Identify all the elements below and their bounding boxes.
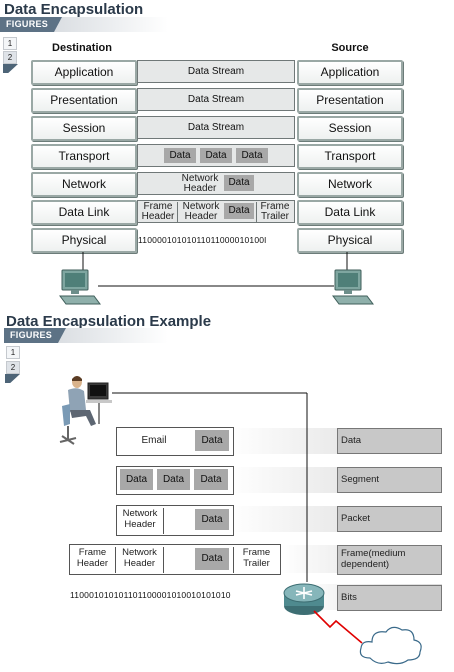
src-layer-network: Network bbox=[297, 172, 403, 197]
src-layer-session: Session bbox=[297, 116, 403, 141]
dest-layer-transport: Transport bbox=[31, 144, 137, 169]
dest-layer-physical: Physical bbox=[31, 228, 137, 253]
top-figure-tab-flag bbox=[3, 64, 18, 73]
email-label: Email bbox=[141, 435, 167, 446]
bottom-bit-stream: 110001010101101100001010010101010 bbox=[70, 590, 231, 600]
frame-header-label: Frame Header bbox=[139, 202, 178, 223]
datalink-frame-row bbox=[137, 200, 295, 223]
frame-network-header: Network Header bbox=[116, 547, 164, 573]
dest-layer-network: Network bbox=[31, 172, 137, 197]
frame-network-header-label: Network Header bbox=[182, 201, 220, 222]
frame-trailer-label: Frame Trailer bbox=[256, 202, 293, 223]
segment-data-1: Data bbox=[120, 469, 153, 490]
src-layer-data-link: Data Link bbox=[297, 200, 403, 225]
transport-data-3: Data bbox=[236, 148, 268, 163]
dest-layer-presentation: Presentation bbox=[31, 88, 137, 113]
user-at-computer-icon bbox=[59, 376, 112, 445]
dest-layer-session: Session bbox=[31, 116, 137, 141]
packet-data: Data bbox=[195, 509, 229, 530]
dest-layer-data-link: Data Link bbox=[31, 200, 137, 225]
destination-heading: Destination bbox=[52, 42, 112, 54]
src-layer-application: Application bbox=[297, 60, 403, 85]
email-data: Data bbox=[195, 430, 229, 451]
label-data: Data bbox=[337, 428, 442, 454]
label-segment: Segment bbox=[337, 467, 442, 493]
frame-data: Data bbox=[224, 203, 254, 219]
src-layer-transport: Transport bbox=[297, 144, 403, 169]
data-stream-application: Data Stream bbox=[137, 60, 295, 83]
label-frame: Frame(medium dependent) bbox=[337, 545, 442, 575]
data-stream-presentation: Data Stream bbox=[137, 88, 295, 111]
bottom-figures-tab: FIGURES bbox=[4, 328, 67, 343]
packet-network-header: Network Header bbox=[117, 508, 164, 534]
bottom-title: Data Encapsulation Example bbox=[6, 313, 212, 330]
transport-data-1: Data bbox=[164, 148, 196, 163]
network-header-label: Network Header bbox=[181, 173, 219, 194]
frame-unit bbox=[69, 544, 281, 575]
network-data: Data bbox=[224, 175, 254, 191]
top-figure-tab-2[interactable]: 2 bbox=[3, 51, 17, 64]
top-title: Data Encapsulation bbox=[4, 1, 144, 18]
label-packet: Packet bbox=[337, 506, 442, 532]
network-packet-row bbox=[137, 172, 295, 195]
source-heading: Source bbox=[331, 42, 369, 54]
top-bit-stream: 11000010101011011000010100l bbox=[138, 235, 267, 245]
wan-lightning-link-icon bbox=[313, 610, 363, 644]
destination-computer-icon bbox=[59, 269, 101, 305]
src-layer-presentation: Presentation bbox=[297, 88, 403, 113]
bottom-figure-tab-1[interactable]: 1 bbox=[6, 346, 20, 359]
transport-data-2: Data bbox=[200, 148, 232, 163]
bottom-figure-tab-2[interactable]: 2 bbox=[6, 361, 20, 374]
source-computer-icon bbox=[332, 269, 374, 305]
label-bits: Bits bbox=[337, 585, 442, 611]
bottom-figure-tab-flag bbox=[5, 374, 20, 383]
router-icon bbox=[283, 583, 325, 615]
top-figures-tab: FIGURES bbox=[0, 17, 63, 32]
data-stream-session: Data Stream bbox=[137, 116, 295, 139]
src-layer-physical: Physical bbox=[297, 228, 403, 253]
segment-data-2: Data bbox=[157, 469, 190, 490]
user-router-link bbox=[112, 392, 308, 582]
frame-data-box: Data bbox=[195, 548, 229, 570]
top-network-link bbox=[82, 252, 348, 287]
frame-trailer: Frame Trailer bbox=[233, 547, 279, 573]
dest-layer-application: Application bbox=[31, 60, 137, 85]
cloud-icon bbox=[359, 626, 422, 665]
segment-data-3: Data bbox=[194, 469, 228, 490]
top-figure-tab-1[interactable]: 1 bbox=[3, 37, 17, 50]
frame-header: Frame Header bbox=[70, 547, 116, 573]
